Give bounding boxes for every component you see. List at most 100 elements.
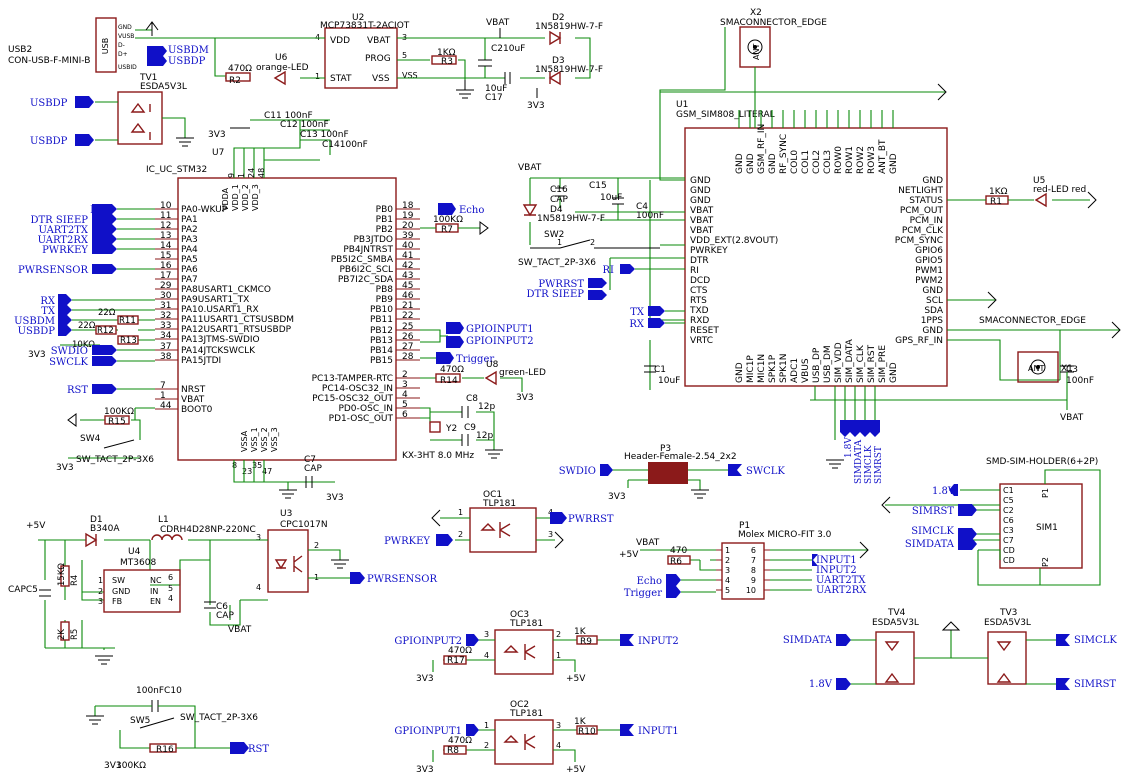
gsm-sim-clk: SIMCLK <box>864 445 874 484</box>
net-pwrkey: PWRKEY <box>42 245 88 256</box>
gsm-right-pin-name: GPIO6 <box>915 246 943 256</box>
d1 <box>85 532 98 548</box>
mcu-left-pin-num: 13 <box>160 231 171 241</box>
sim-pin-name: CD <box>1003 556 1015 565</box>
mcu-right-pin-num: 43 <box>402 271 413 281</box>
gsm-top-pin-name: ROW0 <box>834 146 844 174</box>
x2-body-label: ANT <box>752 44 761 60</box>
d2-value: 1N5819HW-7-F <box>535 22 603 32</box>
d4-value: 1N5819HW-7-F <box>537 214 605 224</box>
p1-echo: Echo <box>637 576 662 587</box>
oc2-value: TLP181 <box>509 709 543 719</box>
d2-ref: D2 <box>552 13 565 23</box>
mcu-right-pin-name: PC15-OSC32_OUT <box>312 394 393 404</box>
mcu-right-pin-name: PB14 <box>370 346 393 356</box>
charger-pin-vdd: VDD <box>330 36 350 46</box>
net-dtr: DTR SIEEP <box>30 215 88 226</box>
sim-rst: SIMRST <box>912 506 954 517</box>
usb-pin-id: USBID <box>118 64 137 71</box>
r11 <box>117 315 139 325</box>
gsm-left-pin-name: VBAT <box>690 216 714 226</box>
charger-ref: U2 <box>352 13 364 23</box>
usb-pin-dplus: D+ <box>118 51 128 58</box>
oc2-gpio1: GPIOINPUT1 <box>394 726 462 737</box>
gsm-left-pin-name: GND <box>690 176 711 186</box>
mcu-left-pin-name: PA1 <box>181 215 198 225</box>
tv3-value: ESDA5V3L <box>984 618 1031 628</box>
charger-pin-num-5: 5 <box>402 51 407 60</box>
r5 <box>60 621 70 641</box>
sw4-value: SW_TACT_2P-3X6 <box>76 455 154 465</box>
r10-value: 1K <box>574 717 587 727</box>
sim-title: SMD-SIM-HOLDER(6+2P) <box>986 457 1098 467</box>
gsm-right-pin-name: SCL <box>926 296 943 306</box>
mcu-top-num-48: 48 <box>257 168 266 178</box>
v5-boost: +5V <box>26 521 46 531</box>
mcu-left-pin-name: PA4 <box>181 245 198 255</box>
gsm-top-pin-name: RF_SYNC <box>779 134 789 174</box>
gsm-top-pin-name: GND <box>735 153 745 174</box>
mcu-right-pin-name: PB6I2C_SCL <box>339 265 393 275</box>
r11-ref: R11 <box>119 316 136 326</box>
v33-sw4: 3V3 <box>56 463 74 473</box>
usb-pin-gnd: GND <box>118 24 132 31</box>
tv3-ref: TV3 <box>999 608 1017 618</box>
d2 <box>549 30 562 46</box>
usb-connector: USB GND VUSB D- D+ USBID USB2 CON-USB-F-… <box>8 17 310 77</box>
u3-pin4: 4 <box>256 583 261 592</box>
charger-ic: U2 MCP73831T-2ACIOT VDD STAT 4 1 VBAT PR… <box>225 13 603 111</box>
mcu-left-pin-name: NRST <box>181 385 206 395</box>
boost-converter: +5V D1 B340A L1 CDRH4D28NP-220NC U4 MT36… <box>8 515 256 665</box>
r7-ref: R7 <box>441 225 453 235</box>
p1-uart2tx: UART2TX <box>816 575 866 586</box>
sw2-pin1: 1 <box>557 238 562 247</box>
mcu-right-pin-num: 26 <box>402 332 414 342</box>
c10-label: 100nFC10 <box>136 686 182 696</box>
u4-body <box>103 569 181 613</box>
charger-pin-stat: STAT <box>330 74 352 84</box>
oc2-ref: OC2 <box>510 700 529 710</box>
u4-num1: 1 <box>98 576 103 585</box>
tv-simrst: SIMRST <box>1074 679 1116 690</box>
d1-ref: D1 <box>90 515 103 525</box>
p1-left-pin-num: 1 <box>725 546 730 555</box>
mcu-left-pins: PA0-WKUP10PA111PA212PA313PA414PA515PA616… <box>155 201 294 415</box>
r4 <box>60 565 70 587</box>
p1-left-pin-num: 5 <box>725 586 730 595</box>
mcu-right-pin-name: PB9 <box>376 295 394 305</box>
mcu-left-pin-name: VBAT <box>181 395 205 405</box>
v5-p1: +5V <box>619 550 639 560</box>
v33-mcu-bot: 3V3 <box>326 493 344 503</box>
gsm-top-pin-name: COL2 <box>812 150 822 174</box>
x2-value: SMACONNECTOR_EDGE <box>720 18 827 28</box>
tv-esd-pair: TV4 ESDA5V3L TV3 ESDA5V3L SIMDATA 1.8V S… <box>783 608 1117 690</box>
gsm-right-pin-name: GND <box>922 176 943 186</box>
mcu-right-pin-num: 27 <box>402 342 413 352</box>
tv4-value: ESDA5V3L <box>872 618 919 628</box>
p3-ref: P3 <box>660 444 671 454</box>
header-p3: P3 Header-Female-2.54_2x2 SWDIO SWCLK 3V… <box>559 444 786 502</box>
oc2-body <box>494 719 554 765</box>
gsm-right-pin-name: PWM2 <box>915 276 943 286</box>
u6-value: orange-LED <box>256 63 309 73</box>
mcu-left-pin-num: 31 <box>160 301 171 311</box>
usb-value: CON-USB-F-MINI-B <box>8 56 90 66</box>
sim-clk: SIMCLK <box>911 526 954 537</box>
v33-r13: 3V3 <box>28 350 46 360</box>
c17-ref: C17 <box>485 93 503 103</box>
mcu-value: IC_UC_STM32 <box>146 165 207 175</box>
r16 <box>149 743 177 753</box>
mcu-right-pin-num: 21 <box>402 301 413 311</box>
u8-value: green-LED <box>499 368 546 378</box>
mcu-left-pin-num: 15 <box>160 251 171 261</box>
gsm-right-pin-name: PCM_IN <box>910 216 943 226</box>
tv1-value: ESDA5V3L <box>140 82 187 92</box>
v5-oc3: +5V <box>566 674 586 684</box>
y2-crystal <box>429 421 441 433</box>
oc3-pin3: 3 <box>484 630 489 639</box>
sim-pin-name: C6 <box>1003 516 1014 525</box>
gsm-bottom-pin-name: SIM_VDD <box>834 342 844 383</box>
r3 <box>431 55 457 65</box>
mcu-left-pin-name: BOOT0 <box>181 405 213 415</box>
mcu-stm32: U7 IC_UC_STM32 VDDA VDD_1 VDD_2 VDD_3 9 … <box>146 111 420 503</box>
